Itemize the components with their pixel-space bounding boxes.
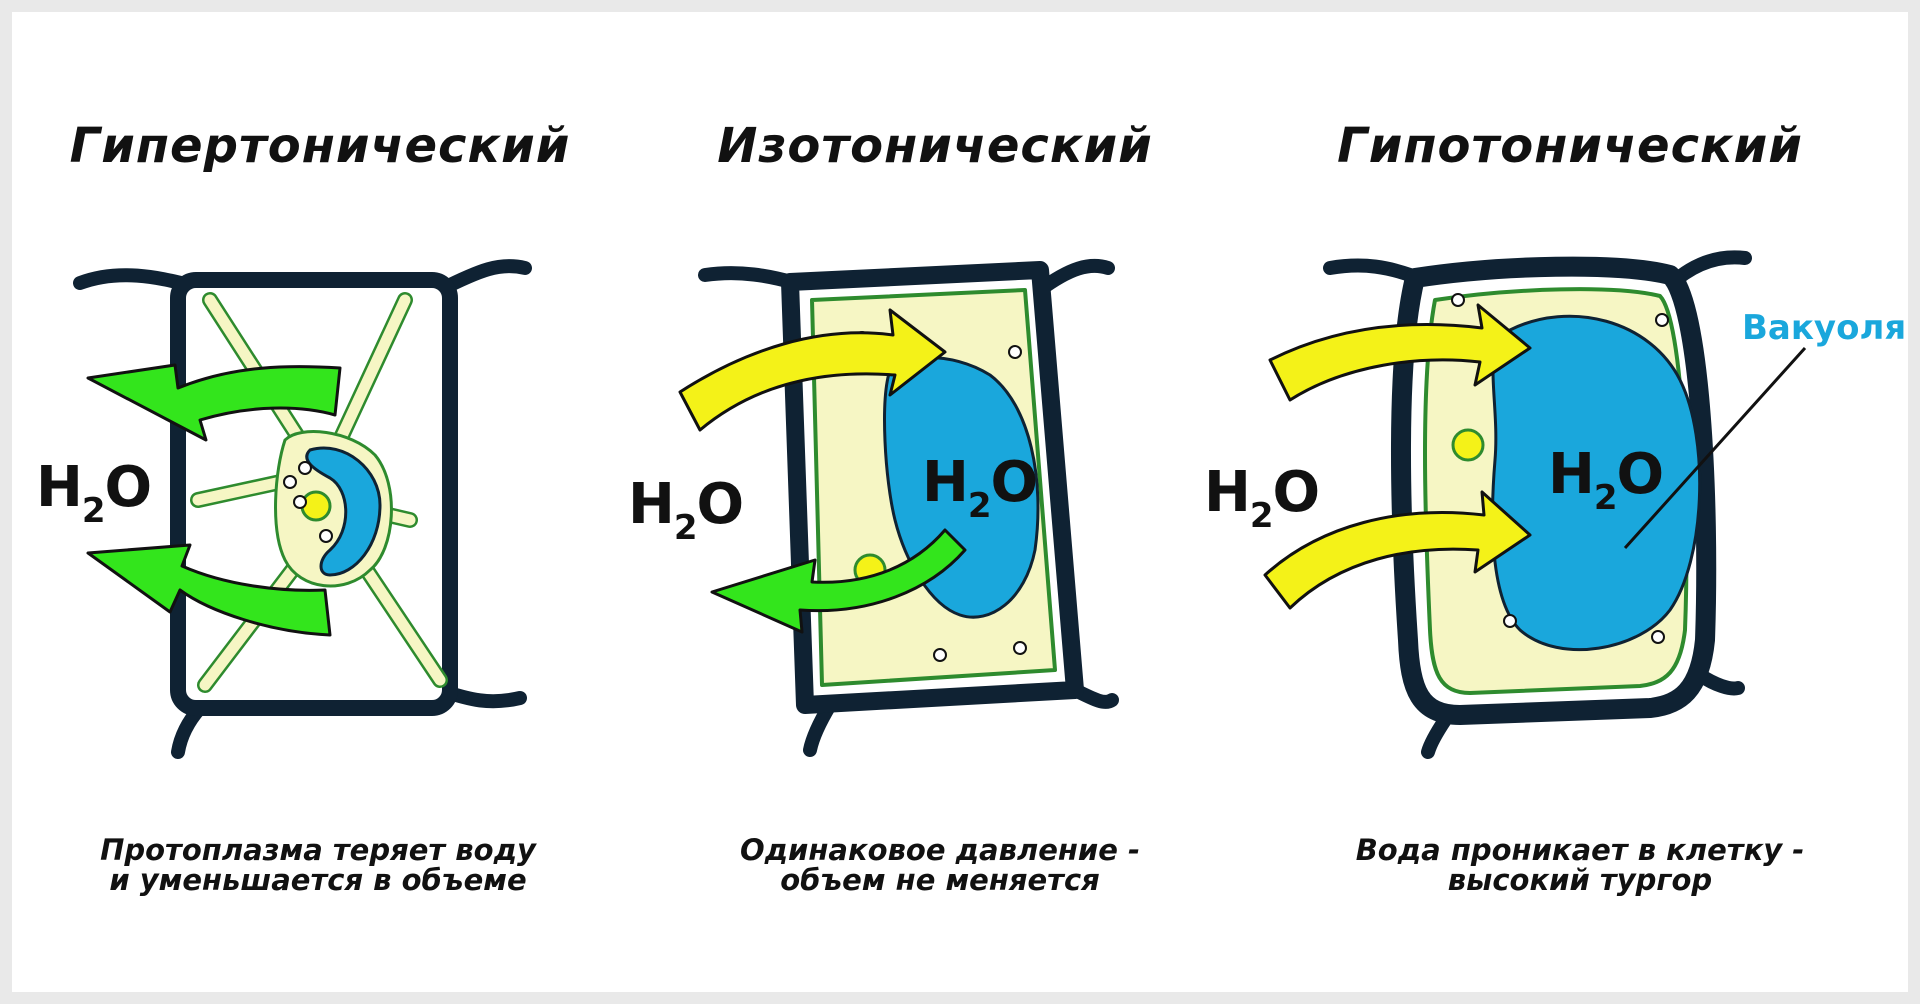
cell-wall-stub [1421,713,1452,759]
organelle [933,648,947,662]
caption-isotonic: Одинаковое давление - объем не меняется [660,835,1220,895]
hypertonic-cell [73,259,532,759]
organelle [319,529,333,543]
organelle [1651,630,1665,644]
caption-line: Одинаковое давление - [739,833,1141,867]
vacuole-pointer-line [1623,346,1807,550]
panel-title-hypotonic: Гипотонический [1337,118,1803,174]
nucleus [300,490,332,522]
organelle [298,461,312,475]
caption-line: высокий тургор [1447,863,1713,897]
water-in-arrow [1268,303,1532,402]
hypotonic-cell [1263,250,1807,759]
water-out-arrow [86,543,332,637]
water-out-arrow [86,363,342,442]
nucleus [1451,428,1485,462]
caption-line: Вода проникает в клетку - [1355,833,1805,867]
organelle [1451,293,1465,307]
organelle [1013,641,1027,655]
cell-wall-stub [73,268,197,292]
organelle [1655,313,1669,327]
water-in-arrow [678,308,947,432]
vacuole-label: Вакуоля [1742,308,1907,348]
caption-line: и уменьшается в объеме [109,863,527,897]
shrunken-vacuole [305,446,382,577]
organelle [293,495,307,509]
organelle [1008,345,1022,359]
vacuole [1491,314,1702,652]
organelle [283,475,297,489]
caption-line: объем не меняется [780,863,1100,897]
organelle [1503,614,1517,628]
water-out-arrow [710,528,967,634]
water-formula-hypertonic: H2O [36,455,152,531]
cell-wall-stub [1323,258,1417,282]
vacuole-water-formula-isotonic: H2O [922,450,1038,526]
water-in-arrow [1263,490,1532,610]
water-formula-hypotonic: H2O [1204,460,1320,536]
panel-title-hypertonic: Гипертонический [69,118,571,174]
panel-title-isotonic: Изотонический [717,118,1153,174]
water-formula-isotonic: H2O [628,472,744,548]
vacuole-water-formula-hypotonic: H2O [1548,442,1664,518]
caption-line: Протоплазма теряет воду [100,833,536,867]
isotonic-cell [678,258,1119,757]
caption-hypertonic: Протоплазма теряет воду и уменьшается в … [38,835,598,895]
caption-hypotonic: Вода проникает в клетку - высокий тургор [1300,835,1860,895]
